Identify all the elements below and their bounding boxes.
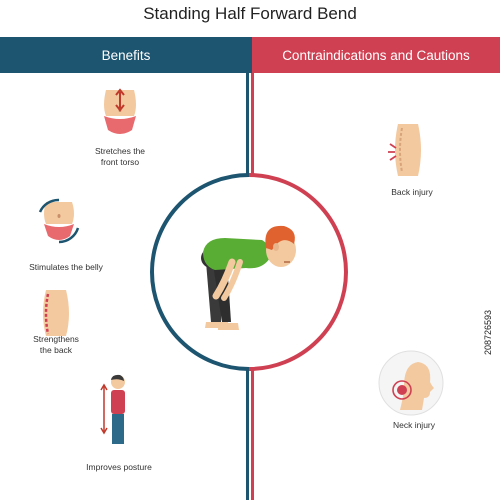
caution-label-neck-injury: Neck injury bbox=[392, 420, 436, 430]
torso-stretch-icon bbox=[104, 88, 136, 134]
page-title: Standing Half Forward Bend bbox=[143, 4, 357, 23]
benefits-heading: Benefits bbox=[101, 47, 151, 63]
benefit-label-posture: Improves posture bbox=[86, 462, 152, 472]
caution-label-back-injury: Back injury bbox=[391, 187, 433, 197]
posture-icon bbox=[100, 374, 125, 444]
back-injury-icon bbox=[388, 124, 421, 176]
neck-injury-icon bbox=[378, 350, 444, 416]
benefit-label-belly: Stimulates the belly bbox=[29, 262, 103, 272]
belly-icon bbox=[38, 198, 80, 244]
cautions-header: Contraindications and Cautions bbox=[252, 37, 500, 73]
back-spine-icon bbox=[43, 290, 69, 336]
image-id-watermark: 208726593 bbox=[483, 309, 493, 355]
benefit-label-back: Strengthens the back bbox=[33, 334, 79, 355]
benefits-header: Benefits bbox=[0, 37, 252, 73]
benefit-label-front-torso: Stretches the front torso bbox=[94, 146, 146, 167]
cautions-heading: Contraindications and Cautions bbox=[282, 47, 470, 63]
